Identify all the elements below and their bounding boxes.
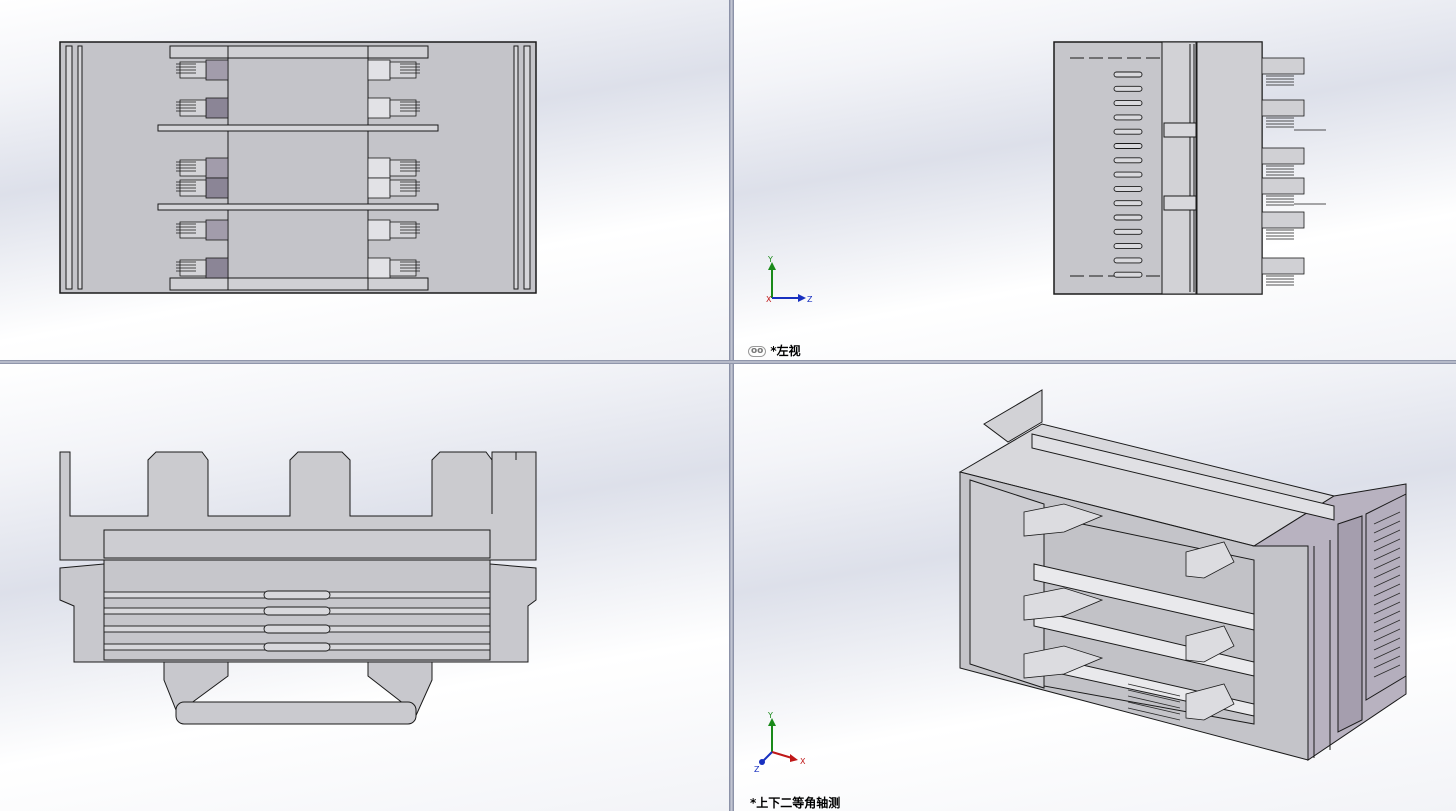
left-view-model[interactable] [734,0,1456,360]
front-clip-dark [205,157,229,179]
axis-label-up: Y [767,711,773,720]
iso-floor-slot [1127,707,1181,721]
left-view-slot [1113,257,1143,264]
iso-floor-slot [1127,695,1181,709]
iso-grille-line [1373,556,1401,570]
iso-grille-line [1373,583,1401,597]
iso-grille-line [1373,655,1401,669]
viewport-divider-horizontal[interactable] [0,360,1456,364]
front-clip-dark [205,257,229,279]
iso-grille-line [1373,538,1401,552]
iso-grille-line [1373,511,1401,525]
axis-label-right: Z [807,295,813,304]
iso-grille-line [1373,610,1401,624]
left-view-slot [1113,143,1143,149]
iso-grille-line [1373,547,1401,561]
left-view-clip [1261,257,1305,275]
left-view-slot [1113,243,1143,250]
top-view-rib-center [263,590,331,600]
front-clip-dark [205,97,229,119]
iso-grille-line [1373,592,1401,606]
left-view-slot [1113,271,1143,278]
viewport-divider-vertical[interactable] [729,0,734,811]
left-view-clip [1261,211,1305,229]
front-clip-dark [205,219,229,241]
iso-grille-line [1373,565,1401,579]
iso-floor-slot [1127,701,1181,715]
iso-grille-line [1373,664,1401,678]
top-view-rib-center [263,642,331,652]
axis-label-right: X [800,757,806,766]
glasses-icon: oo [748,346,767,357]
left-view-slot [1113,157,1143,164]
iso-grille-line [1373,574,1401,588]
iso-clip-left [1023,587,1104,621]
left-view-slot [1113,228,1143,235]
left-view-clip [1261,177,1305,195]
iso-floor-slot [1127,683,1181,697]
left-view-viewport[interactable]: Y Z X oo*左视 [734,0,1456,360]
iso-grille-line [1373,646,1401,660]
front-view-model[interactable] [0,0,729,360]
iso-grille-line [1373,520,1401,534]
front-clip-dark [205,177,229,199]
axis-label-down-left: Z [754,765,760,774]
top-view-model[interactable] [0,364,729,811]
left-view-slot [1113,71,1143,78]
top-view-viewport[interactable] [0,364,729,811]
left-view-clip [1261,147,1305,165]
iso-grille-line [1373,628,1401,642]
front-clip-light [367,257,391,279]
left-view-slot [1113,171,1143,178]
left-view-slot [1113,128,1143,135]
front-clip-light [367,177,391,199]
front-view-viewport[interactable] [0,0,729,360]
iso-grille-line [1373,637,1401,651]
iso-grille-line [1373,619,1401,633]
axis-label-up: Y [767,255,773,264]
left-view-slot [1113,114,1143,121]
iso-clip-left [1023,503,1104,537]
iso-clip-right [1185,541,1235,579]
left-view-slot [1113,85,1143,92]
iso-clip-right [1185,625,1235,663]
front-clip-light [367,59,391,81]
iso-clip-right [1185,683,1235,721]
coordinate-triad-left: Y Z X [766,255,813,304]
top-view-rib-center [263,606,331,616]
coordinate-triad-iso: Y X Z [754,711,806,774]
left-view-slot [1113,185,1143,192]
iso-clip-left [1023,645,1104,679]
isometric-view-viewport[interactable]: Y X Z *上下二等角轴测 [734,364,1456,811]
front-clip-light [367,157,391,179]
iso-grille-line [1373,529,1401,543]
view-label-left: oo*左视 [748,342,801,359]
left-view-slot [1113,100,1143,107]
view-label-isometric: *上下二等角轴测 [750,796,841,810]
front-clip-light [367,219,391,241]
iso-floor-slot [1127,689,1181,703]
left-view-clip [1261,99,1305,117]
left-view-slot [1113,200,1143,207]
left-view-slot [1113,214,1143,221]
isometric-view-model[interactable] [734,364,1456,811]
axis-label-origin: X [766,295,772,304]
front-clip-light [367,97,391,119]
iso-grille-line [1373,601,1401,615]
top-view-rib-center [263,624,331,634]
front-clip-dark [205,59,229,81]
left-view-clip [1261,57,1305,75]
